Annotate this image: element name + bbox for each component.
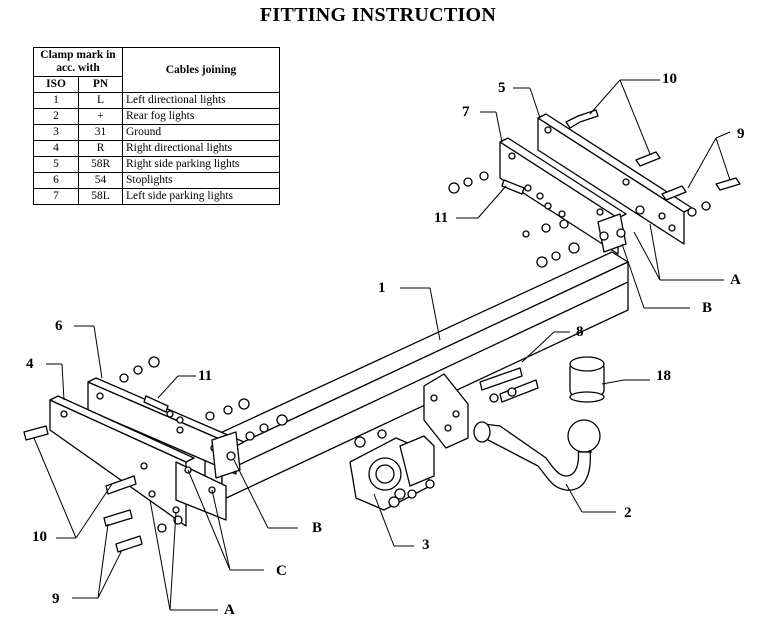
cable-name-cell: Left side parking lights [122, 188, 280, 205]
legend-row: 5 58R Right side parking lights [32, 156, 280, 173]
leader-lines [33, 79, 731, 611]
callout-part-11-left: 11 [198, 368, 212, 384]
callout-part-18: 18 [656, 368, 671, 384]
left-bracket-c-plate [175, 461, 227, 521]
left-bracket-4 [49, 395, 195, 527]
callout-part-10-right: 10 [662, 71, 677, 87]
callout-point-b-right: B [702, 300, 712, 316]
callout-point-a-left: A [224, 602, 235, 618]
cable-name-cell: Right side parking lights [122, 156, 280, 173]
right-bracket-7 [499, 137, 627, 255]
header-pn: PN [78, 76, 123, 93]
callout-part-7: 7 [462, 104, 470, 120]
callout-part-1: 1 [378, 280, 386, 296]
ball-mount-bracket [423, 373, 469, 449]
tow-ball-cap [569, 356, 605, 403]
callout-part-9-left: 9 [52, 591, 60, 607]
callout-part-9-right: 9 [737, 126, 745, 142]
legend-row: 7 58L Left side parking lights [32, 188, 280, 205]
tow-ball-neck [473, 419, 601, 491]
right-beam-end [597, 213, 627, 253]
callout-part-6: 6 [55, 318, 63, 334]
callout-part-3: 3 [422, 537, 430, 553]
callout-part-10-left: 10 [32, 529, 47, 545]
nuts-and-washers [119, 171, 711, 533]
header-clamp-mark: Clamp mark in acc. with [33, 47, 123, 77]
callout-point-b-left: B [312, 520, 322, 536]
callout-part-8: 8 [576, 324, 584, 340]
legend-row: 2 + Rear fog lights [32, 108, 280, 125]
cable-legend-table: Clamp mark in acc. with Cables joining I… [32, 47, 280, 205]
pn-cell: 58R [78, 156, 123, 173]
iso-cell: 7 [32, 188, 80, 205]
legend-row: 3 31 Ground [32, 124, 280, 141]
legend-row: 4 R Right directional lights [32, 140, 280, 157]
left-beam-end [211, 431, 241, 479]
bolt-set [23, 109, 741, 553]
page-title: FITTING INSTRUCTION [259, 4, 497, 26]
callout-part-4: 4 [26, 356, 34, 372]
callout-part-5: 5 [498, 80, 506, 96]
right-bracket-5 [537, 113, 693, 245]
callout-point-c: C [276, 563, 287, 579]
callout-point-a-right: A [730, 272, 741, 288]
callout-part-11-right: 11 [434, 210, 448, 226]
callout-part-2: 2 [624, 505, 632, 521]
